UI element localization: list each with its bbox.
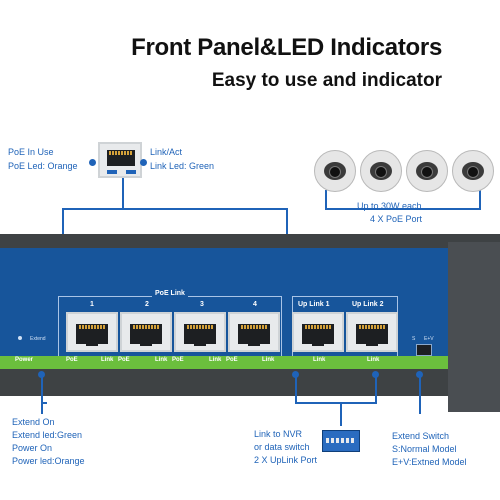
strip-label: PoE (172, 357, 184, 363)
port-number-3: 3 (200, 301, 204, 308)
uplink-port-2[interactable] (346, 312, 398, 352)
extend-toggle-switch[interactable] (416, 344, 432, 356)
dome-camera-icon (406, 150, 448, 192)
port-number-1: 1 (90, 301, 94, 308)
switch-side (448, 242, 500, 412)
strip-label: Link (313, 357, 326, 363)
switch-s-label: S (412, 336, 416, 342)
strip-label: Link (262, 357, 275, 363)
poe-port-1[interactable] (66, 312, 118, 352)
dome-camera-icon (314, 150, 356, 192)
strip-label: PoE (66, 357, 78, 363)
switch-bottom-edge (0, 368, 448, 396)
dome-camera-icon (360, 150, 402, 192)
poe-port-3[interactable] (174, 312, 226, 352)
camera-caption-2: 4 X PoE Port (370, 214, 423, 224)
poe-in-use-label: PoE In Use (8, 147, 54, 157)
normal-model-text: S:Normal Model (392, 444, 457, 454)
extend-switch-text: Extend Switch (392, 431, 450, 441)
link-led-label: Link Led: Green (150, 161, 215, 171)
extend-on-text: Extend On (12, 417, 55, 427)
network-switch-icon (322, 430, 360, 452)
port-number-4: 4 (253, 301, 257, 308)
strip-label: Link (101, 357, 114, 363)
power-on-text: Power On (12, 443, 53, 453)
strip-label-power: Power (15, 357, 34, 363)
dome-camera-icon (452, 150, 494, 192)
strip-label: PoE (226, 357, 238, 363)
poe-link-label: PoE Link (152, 290, 188, 297)
power-led-text: Power led:Orange (12, 456, 85, 466)
extend-led-label: Extend (30, 336, 46, 342)
uplink-1-label: Up Link 1 (298, 301, 330, 308)
extend-led (18, 336, 22, 340)
strip-label: Link (209, 357, 222, 363)
nvr-text-1: Link to NVR (254, 429, 303, 439)
extend-model-text: E+V:Extned Model (392, 457, 467, 467)
strip-label: Link (367, 357, 380, 363)
uplink-2-label: Up Link 2 (352, 301, 384, 308)
port-icon (98, 142, 142, 178)
strip-label: Link (155, 357, 168, 363)
indicator-strip: Power PoE Link PoE Link PoE Link PoE Lin… (0, 356, 448, 369)
extend-led-text: Extend led:Green (12, 430, 83, 440)
uplink-port-1[interactable] (292, 312, 344, 352)
link-act-label: Link/Act (150, 147, 183, 157)
switch-ev-label: E+V (424, 336, 434, 342)
page-subtitle: Easy to use and indicator (211, 70, 442, 91)
page-title: Front Panel&LED Indicators (131, 34, 442, 61)
nvr-text-2: or data switch (254, 442, 310, 452)
strip-label: PoE (118, 357, 130, 363)
switch-top-edge (0, 234, 500, 250)
nvr-text-3: 2 X UpLink Port (254, 455, 318, 465)
poe-led-label: PoE Led: Orange (8, 161, 78, 171)
poe-port-4[interactable] (228, 312, 280, 352)
port-number-2: 2 (145, 301, 149, 308)
poe-port-2[interactable] (120, 312, 172, 352)
camera-caption-1: Up to 30W each (357, 201, 422, 211)
